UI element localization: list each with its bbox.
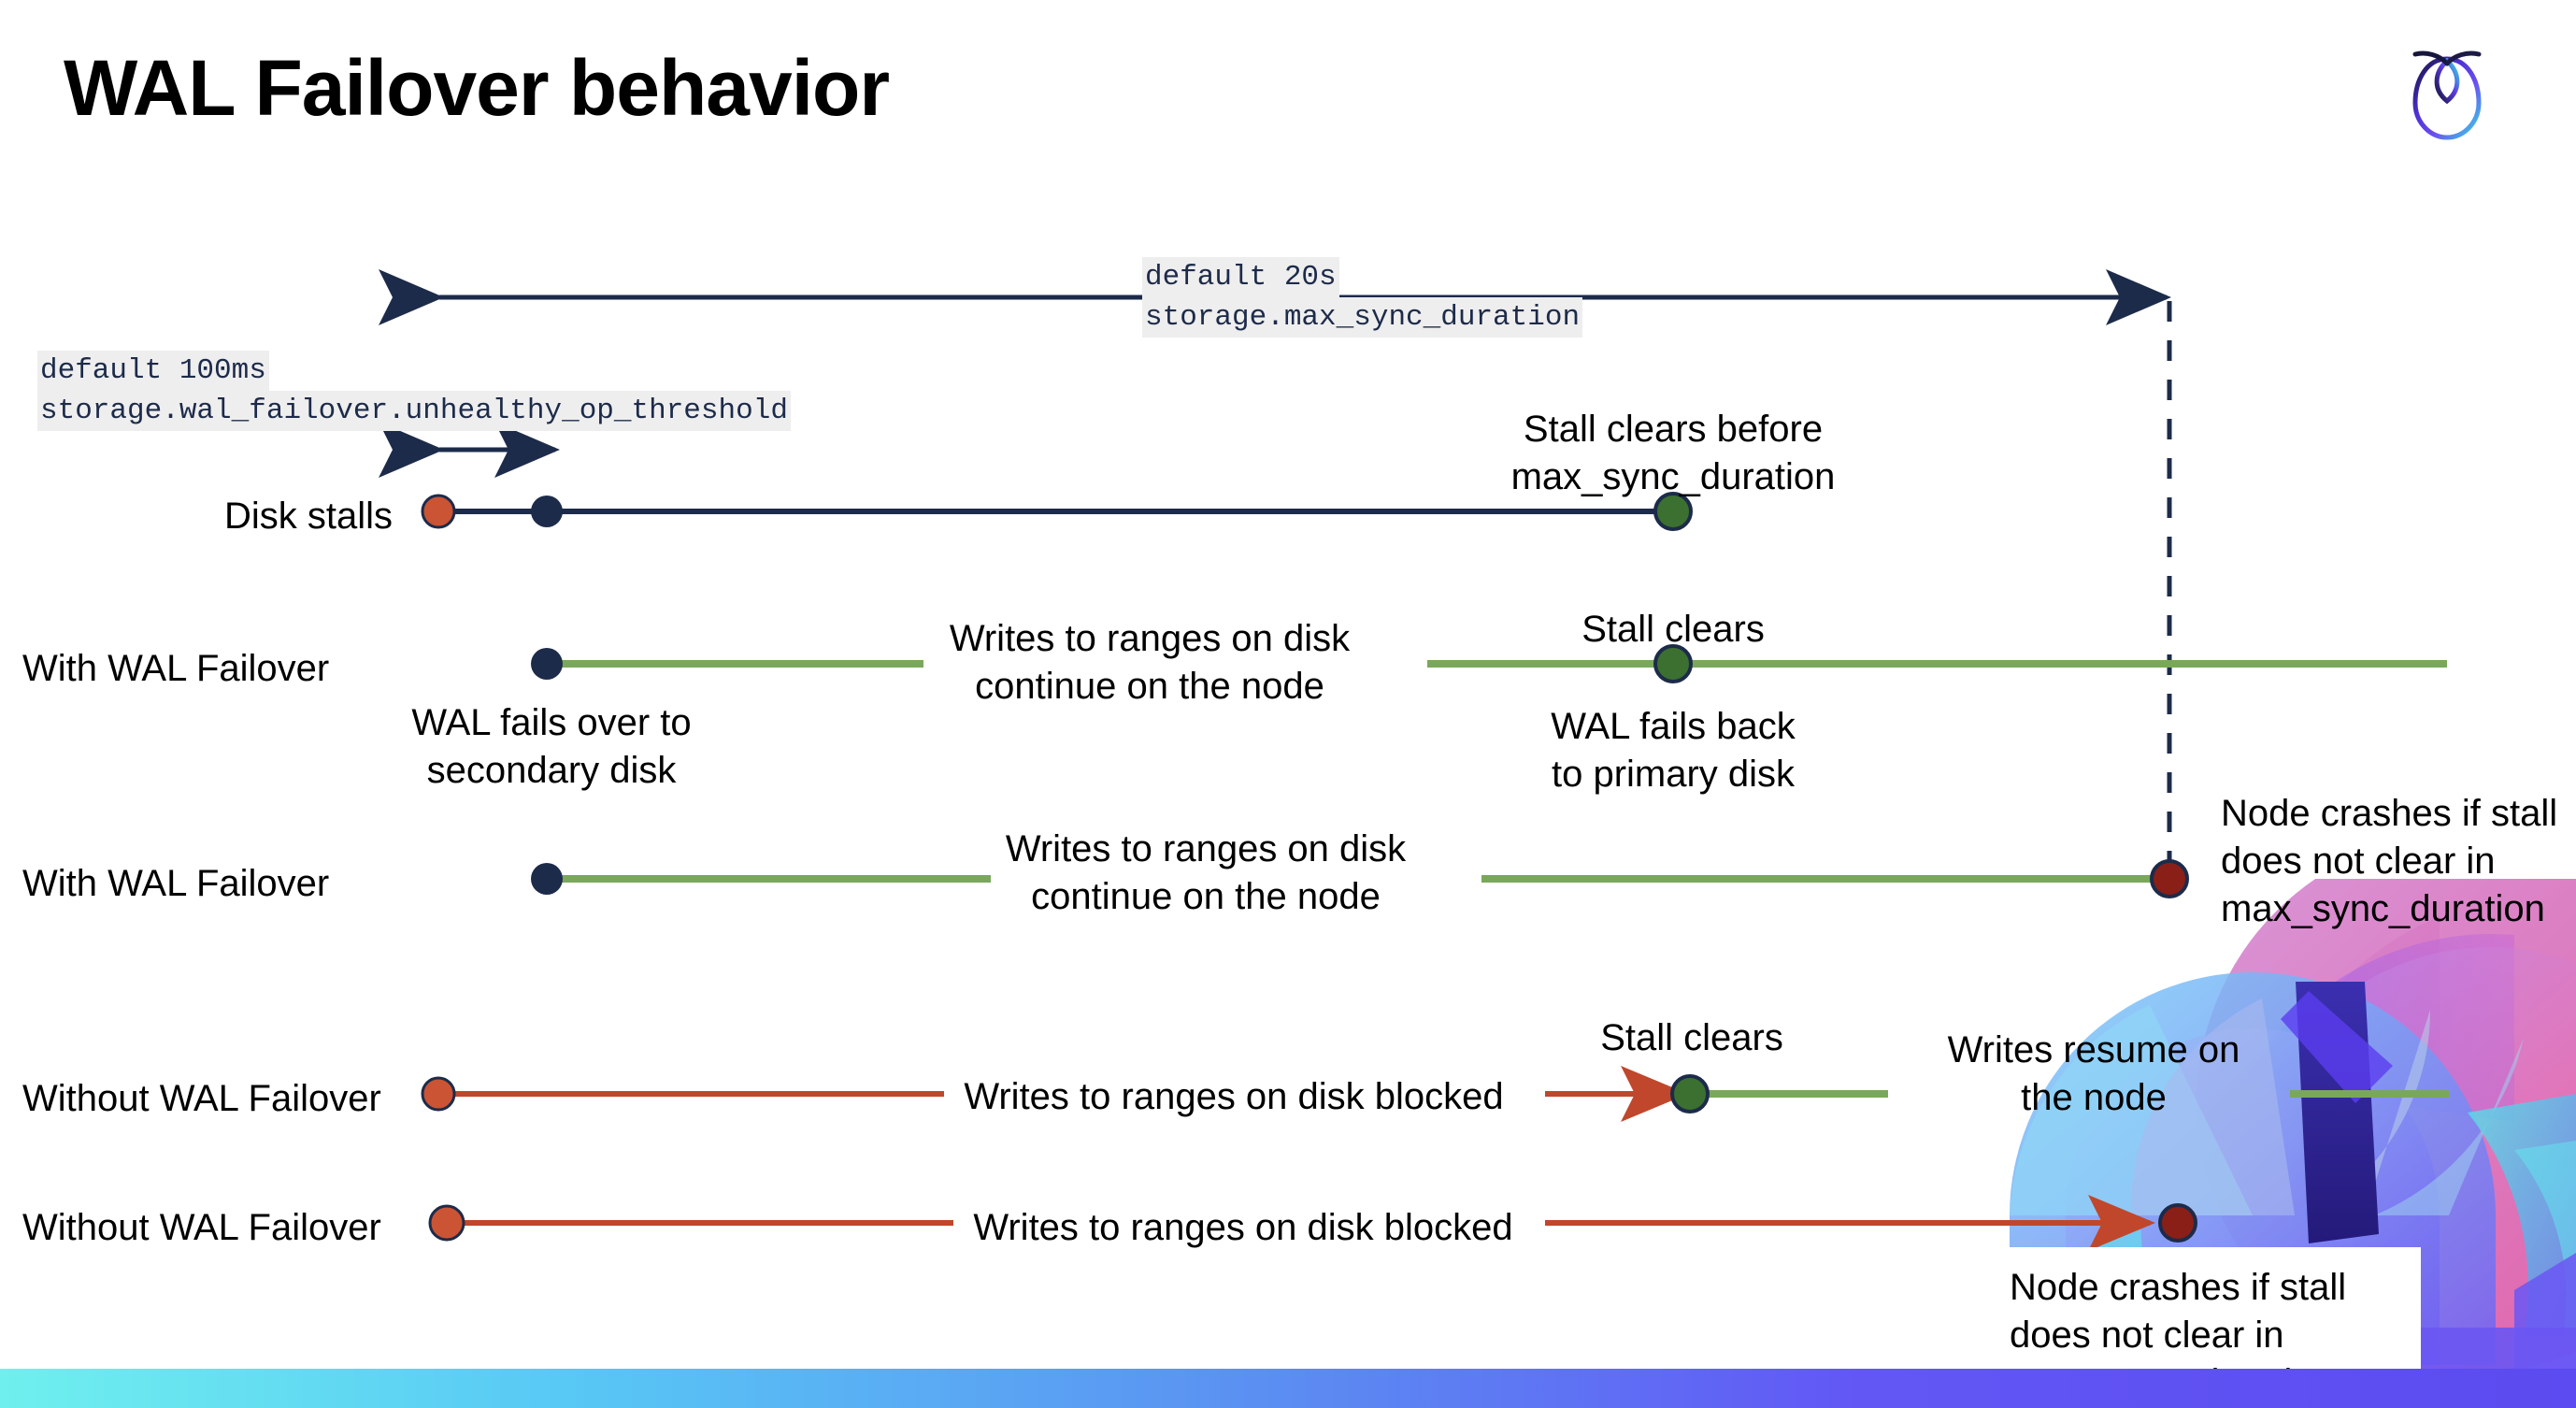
callout-line-2: continue on the node bbox=[1031, 876, 1381, 918]
cockroachdb-logo-icon bbox=[2412, 50, 2482, 140]
callout-node-crashes-row3: Node crashes if stall does not clear in … bbox=[2221, 790, 2576, 934]
callout-line-2: continue on the node bbox=[975, 666, 1324, 708]
bottom-gradient-bar bbox=[0, 1369, 2576, 1408]
callout-line-1: Node crashes if stall bbox=[2010, 1267, 2347, 1308]
callout-line-2: max_sync_duration bbox=[1510, 456, 1836, 498]
annotation-unhealthy-op-threshold: default 100ms storage.wal_failover.unhea… bbox=[37, 351, 791, 432]
row-label-with-wal-failover-1: With WAL Failover bbox=[22, 648, 330, 689]
callout-line-1: Writes resume on bbox=[1947, 1029, 2240, 1070]
callout-writes-continue-row2: Writes to ranges on disk continue on the… bbox=[935, 615, 1365, 711]
callout-line-2: secondary disk bbox=[426, 750, 677, 792]
callout-line-1: Writes to ranges on disk bbox=[1005, 828, 1407, 869]
callout-line-1: WAL fails over to bbox=[411, 702, 692, 743]
row-label-with-wal-failover-2: With WAL Failover bbox=[22, 863, 330, 904]
callout-line-1: Node crashes if stall bbox=[2221, 793, 2558, 834]
unhealthy-op-default: default 100ms bbox=[37, 351, 269, 392]
callout-wal-fails-back: WAL fails back to primary disk bbox=[1505, 703, 1841, 798]
page-title: WAL Failover behavior bbox=[64, 44, 890, 132]
max-sync-setting: storage.max_sync_duration bbox=[1142, 297, 1583, 338]
callout-writes-blocked-row4: Writes to ranges on disk blocked bbox=[964, 1076, 1504, 1117]
callout-stall-clears-row2: Stall clears bbox=[1581, 609, 1765, 650]
callout-stall-clears-row4: Stall clears bbox=[1600, 1017, 1783, 1058]
callout-line-2: the node bbox=[2021, 1077, 2167, 1119]
row-label-disk-stalls: Disk stalls bbox=[223, 496, 393, 537]
callout-writes-continue-row3: Writes to ranges on disk continue on the… bbox=[991, 826, 1421, 921]
callout-line-1: WAL fails back bbox=[1551, 706, 1796, 747]
unhealthy-op-setting: storage.wal_failover.unhealthy_op_thresh… bbox=[37, 391, 791, 432]
callout-line-2: does not clear in bbox=[2010, 1315, 2284, 1357]
callout-line-1: Stall clears before bbox=[1523, 409, 1824, 450]
callout-line-2: to primary disk bbox=[1551, 754, 1796, 796]
callout-writes-resume-row4: Writes resume on the node bbox=[1907, 1027, 2281, 1122]
row-label-without-wal-failover-2: Without WAL Failover bbox=[22, 1207, 381, 1248]
callout-line-1: Writes to ranges on disk bbox=[949, 618, 1351, 659]
annotation-max-sync-duration: default 20s storage.max_sync_duration bbox=[1142, 257, 1583, 338]
callout-stall-clears-before: Stall clears before max_sync_duration bbox=[1486, 406, 1860, 501]
row-label-without-wal-failover-1: Without WAL Failover bbox=[22, 1078, 381, 1119]
callout-writes-blocked-row5: Writes to ranges on disk blocked bbox=[973, 1207, 1513, 1248]
callout-line-2: does not clear in bbox=[2221, 840, 2496, 883]
callout-line-3: max_sync_duration bbox=[2221, 888, 2545, 930]
callout-wal-fails-over: WAL fails over to secondary disk bbox=[393, 699, 710, 795]
max-sync-default: default 20s bbox=[1142, 257, 1339, 298]
